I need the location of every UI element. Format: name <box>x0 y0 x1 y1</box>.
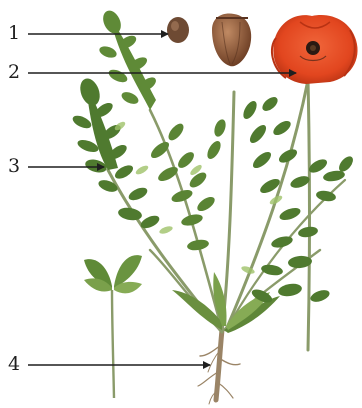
leaf-left-upper <box>98 8 158 110</box>
seed <box>167 17 189 43</box>
seed-capsule <box>212 14 251 67</box>
root <box>198 330 240 404</box>
callout-number-3: 3 <box>8 157 20 176</box>
stems <box>108 80 345 350</box>
callout-number-4: 4 <box>8 355 20 374</box>
seedling <box>84 255 142 398</box>
seed-and-seed-capsule <box>167 14 251 67</box>
callout-number-1: 1 <box>8 24 20 43</box>
callout-number-2: 2 <box>8 63 20 82</box>
